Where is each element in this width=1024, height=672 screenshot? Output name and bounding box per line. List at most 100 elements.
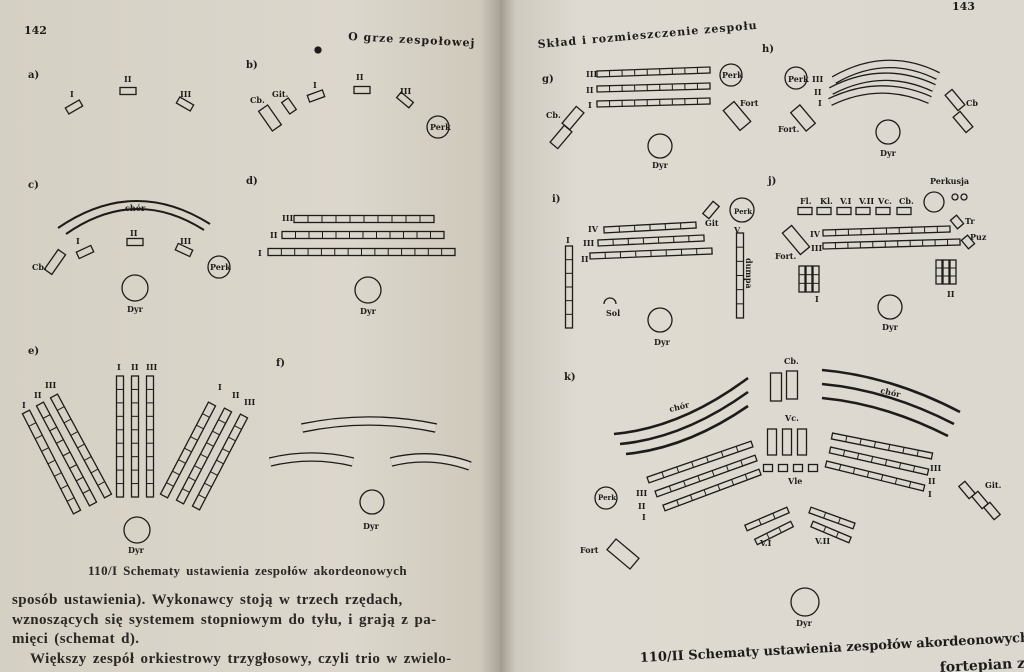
part-label: Perk [722,70,743,80]
part-label: Cb. [784,356,799,366]
part-label: Fort [740,98,759,108]
seat-divider [766,533,770,539]
part-label: Fort [580,545,599,555]
seat-divider [898,462,902,469]
seat-divider [184,447,192,453]
choir-arc [821,368,961,414]
seat-divider [717,484,721,491]
conductor-circle [647,307,673,333]
choir-label: chór [125,203,146,213]
part-label: Tr [965,216,975,226]
diagram-g-label: g) [542,74,554,85]
row-outline [646,440,754,484]
diagram-b-label: b) [246,60,258,71]
player-row [589,247,713,260]
seat-divider [218,419,226,424]
player-row [21,409,82,515]
seat-divider [234,425,242,430]
choir-arc [821,382,955,426]
page-number: 143 [952,0,975,13]
seat-divider [705,456,709,463]
seat-divider [735,446,739,453]
double-bass [785,370,799,400]
conductor-circle [121,274,149,302]
seat-divider [190,436,198,441]
part-label: II [581,254,589,264]
player-row [822,238,961,250]
seat-divider [676,499,680,506]
player-row [293,214,435,224]
percussion-circle [719,63,743,87]
player-row [822,225,951,237]
part-label: II [947,289,955,299]
seat-divider [697,475,701,482]
row-outline [753,520,795,546]
seat-divider [28,422,37,427]
row-outline [935,259,943,285]
conductor-label: Dyr [128,545,145,555]
player-arc-fill [832,60,940,83]
seat-divider [172,470,180,476]
running-head: Skład i rozmieszczenie zespołu [537,19,758,51]
player-row [808,506,856,530]
percussion-circle [923,191,945,213]
part-label: Perkusja [930,176,969,186]
seat-divider [823,526,827,533]
player-row [35,401,98,507]
seat-divider [884,459,888,466]
part-label: Git. [272,89,289,99]
part-label: II [356,72,364,82]
seat-divider [912,465,916,472]
seat-divider [894,478,898,485]
player-row [603,221,697,234]
instrument-block [75,244,95,260]
part-label: III [146,362,157,372]
choir-arc [619,390,749,446]
conductor-circle [790,587,820,617]
seat-divider [77,443,85,449]
player-row [281,230,445,240]
seat-divider [194,465,202,470]
cello [796,428,808,456]
part-label: I [258,248,262,258]
instrument-block [43,248,67,276]
body-line: sposób ustawienia). Wykonawcy stoją w tr… [12,592,403,608]
piano [606,538,640,570]
seat-divider [41,447,49,452]
part-label: I [117,362,121,372]
part-label: III [812,74,823,84]
seat-divider [47,459,56,465]
choir-arc [65,207,205,235]
part-label: I [815,294,819,304]
viola [777,463,789,473]
seat-divider [166,482,174,487]
seat-divider [228,436,236,442]
part-label: Git [705,218,719,228]
part-label: dumpa [744,258,754,289]
seat-divider [34,434,43,440]
seat-divider [204,482,212,488]
body-line: mięci (schemat d). [12,631,140,647]
player-row [191,413,249,511]
part-label: III [244,397,255,407]
part-label: I [22,400,26,410]
wind-instrument [855,206,871,216]
player-row [646,440,754,484]
seat-divider [676,466,680,473]
part-label: III [180,89,191,99]
part-label: III [811,243,822,253]
part-label: I [313,80,317,90]
right-diagrams: Skład i rozmieszczenie zespołu 143 g) II… [537,0,1024,672]
part-label: V [733,225,741,235]
conductor-label: Dyr [652,160,669,170]
diagram-h-label: h) [762,44,774,55]
instrument-block [353,85,371,95]
player-row [812,265,820,293]
conductor-circle [354,276,382,304]
figure-caption: 110/I Schematy ustawienia zespołów akord… [88,563,407,578]
part-label: III [45,380,56,390]
player-arc-fill [390,454,472,470]
player-row [828,446,930,476]
part-label: Vc. [784,413,799,423]
player-row [824,460,926,492]
